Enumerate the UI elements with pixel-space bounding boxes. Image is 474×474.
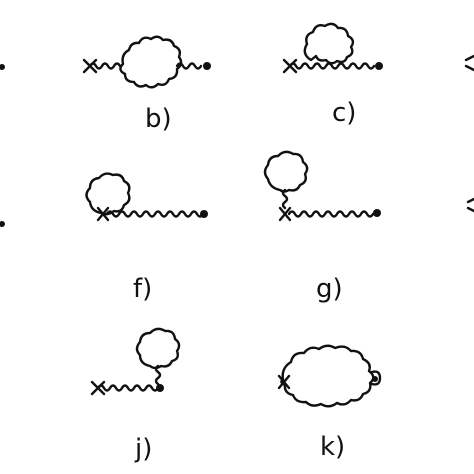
diagram-label-g: g)	[316, 274, 343, 304]
wavy-loop	[119, 35, 183, 89]
diagram-label-j: j)	[134, 434, 152, 464]
dot-vertex-icon	[156, 384, 164, 392]
diagram-j: j)	[90, 327, 181, 464]
wavy-propagator-left	[88, 62, 122, 70]
wavy-loop	[263, 150, 309, 193]
wavy-loop	[85, 172, 131, 216]
wavy-loop	[280, 344, 375, 408]
wavy-connector	[281, 188, 289, 210]
diagram-label-b: b)	[145, 104, 172, 134]
cross-vertex-icon	[278, 206, 292, 222]
wavy-loop	[303, 22, 355, 65]
partial-diagram-right-top	[464, 54, 474, 72]
wavy-propagator	[96, 384, 160, 392]
dot-vertex-icon	[372, 376, 378, 382]
diagram-b: b)	[82, 35, 211, 134]
circled-vertex-icon	[370, 370, 382, 386]
wavy-propagator	[287, 210, 375, 218]
diagram-f: f)	[85, 172, 208, 304]
wavy-propagator-right	[175, 62, 203, 70]
dot-vertex-icon	[373, 209, 381, 217]
wavy-propagator	[105, 210, 205, 218]
diagram-k: k)	[277, 344, 382, 462]
cross-vertex-icon	[96, 206, 110, 222]
dot-vertex-icon	[203, 62, 211, 70]
partial-diagram-left-top	[0, 64, 5, 70]
diagram-g: g)	[263, 150, 381, 304]
diagram-label-f: f)	[133, 274, 152, 304]
diagram-label-c: c)	[332, 98, 356, 128]
diagram-c: c)	[282, 22, 383, 128]
dot-vertex-icon	[375, 62, 383, 70]
cross-vertex-icon	[277, 374, 291, 390]
dot-vertex-icon	[200, 210, 208, 218]
wavy-propagator	[288, 62, 376, 70]
diagram-label-k: k)	[320, 432, 345, 462]
wavy-loop	[135, 327, 181, 370]
partial-diagram-left-middle	[0, 221, 5, 227]
partial-diagram-right-middle	[466, 197, 474, 213]
